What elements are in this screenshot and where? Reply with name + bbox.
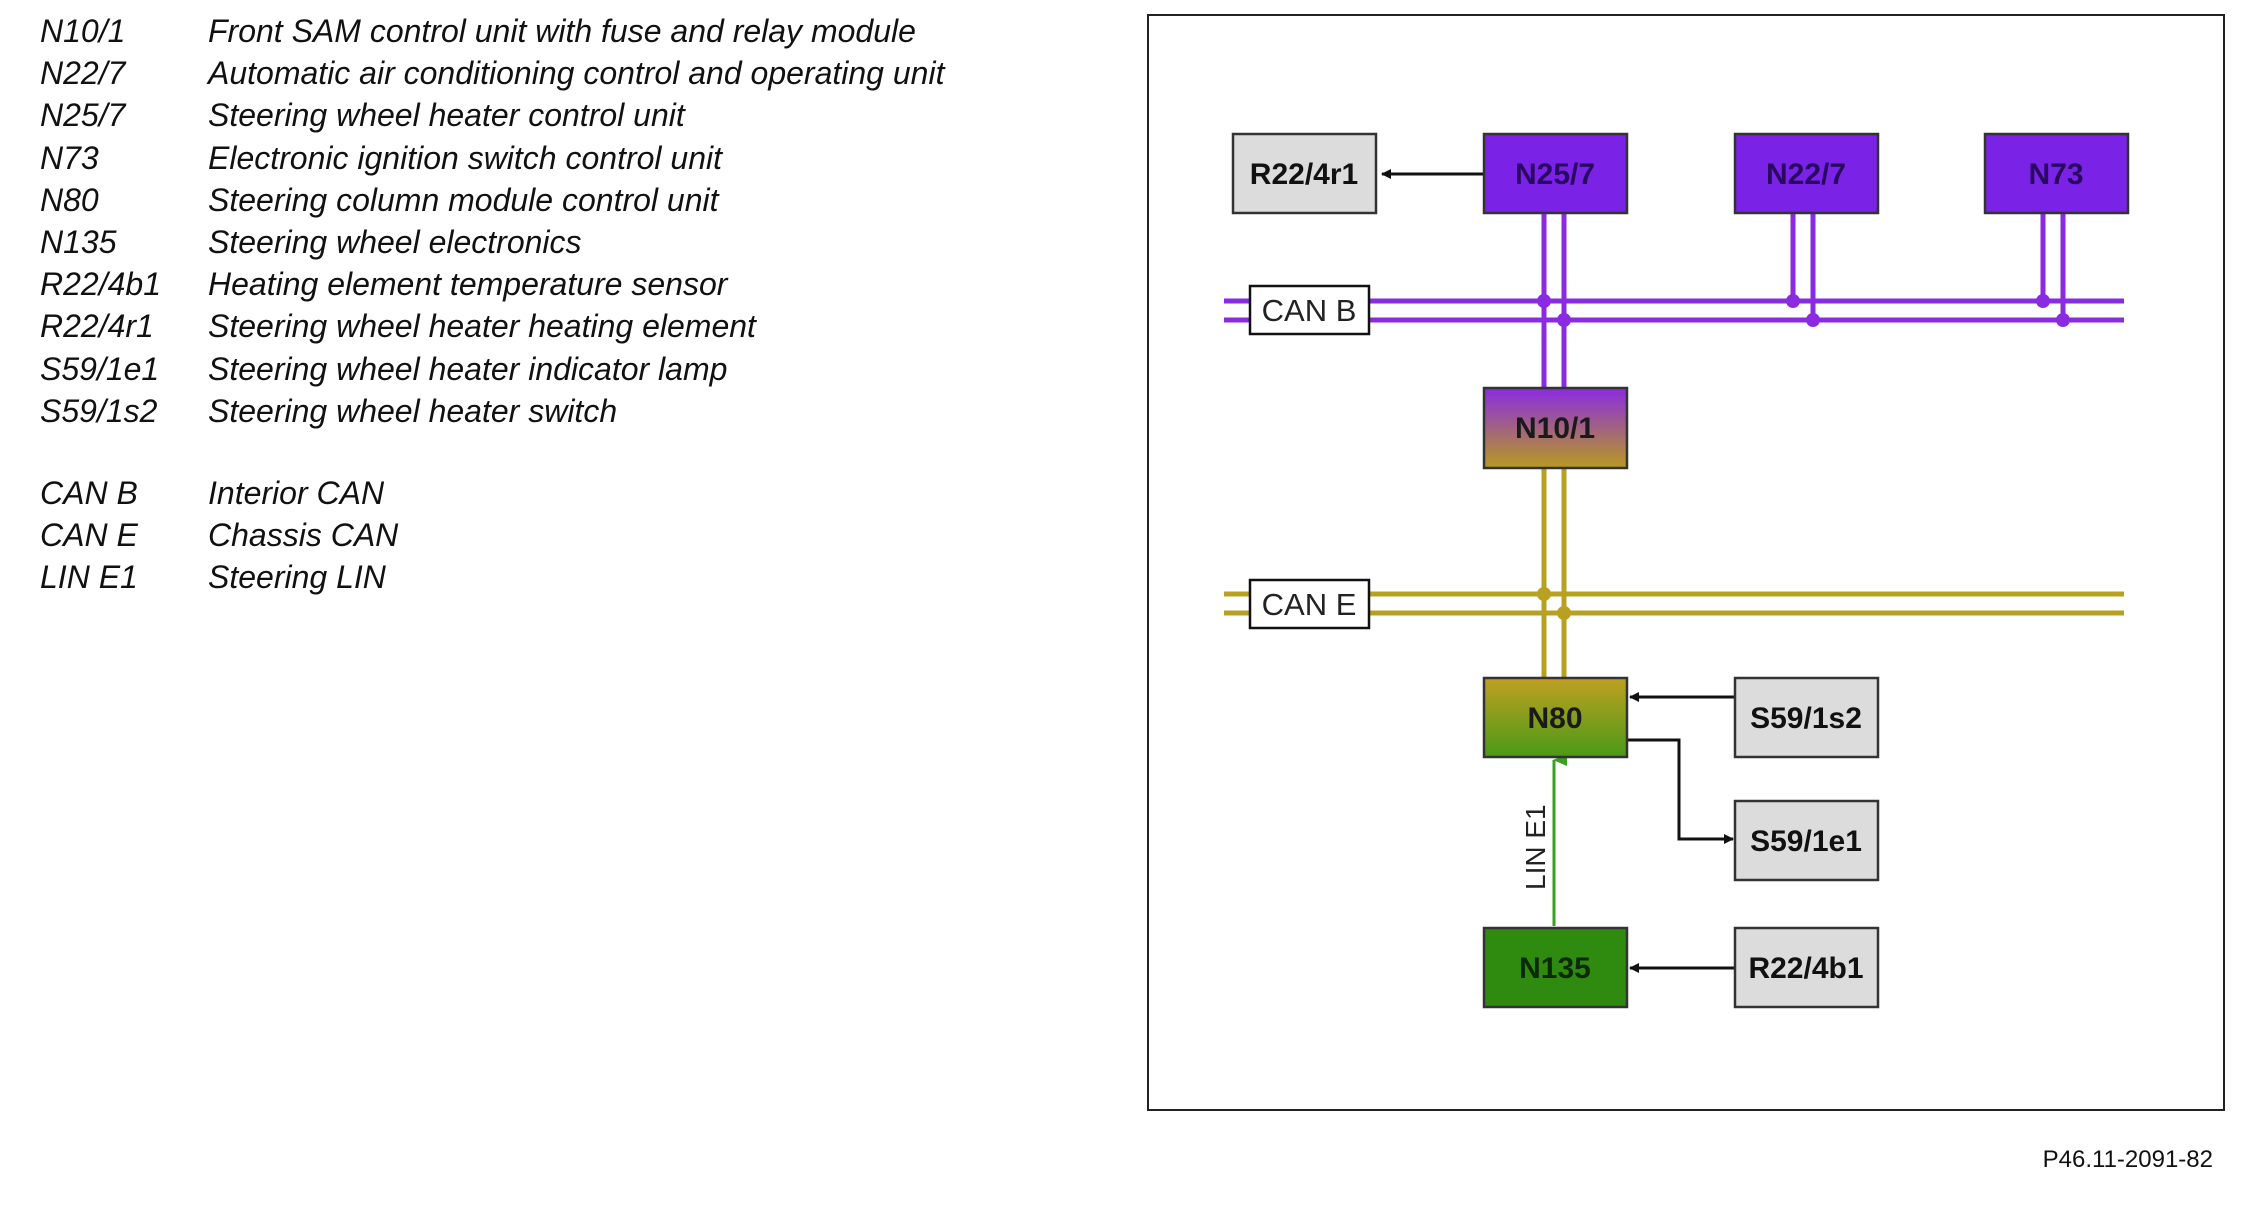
legend-desc: Steering wheel heater heating element: [208, 308, 756, 345]
can-e-label-box: CAN E: [1248, 578, 1371, 630]
legend-desc: Steering column module control unit: [208, 181, 719, 218]
arrow-n80-to-s591e1: [1626, 738, 1734, 844]
legend-row: S59/1s2 Steering wheel heater switch: [40, 390, 944, 432]
box-r224b1: R22/4b1: [1733, 926, 1880, 1009]
can-e-bus: [1224, 591, 2124, 616]
legend-code: S59/1e1: [40, 350, 160, 387]
box-n80: N80: [1482, 676, 1629, 759]
legend-code: N25/7: [40, 97, 126, 134]
legend-desc: Steering wheel heater control unit: [208, 97, 685, 134]
legend-desc: Steering wheel heater indicator lamp: [208, 350, 728, 387]
legend-desc: Steering LIN: [208, 559, 386, 596]
figure-code: P46.11-2091-82: [2042, 1146, 2213, 1173]
box-r224r1-label: R22/4r1: [1250, 158, 1358, 191]
legend-code: N73: [40, 139, 99, 176]
can-e-drops: [1537, 468, 1571, 678]
box-s591s2-label: S59/1s2: [1750, 702, 1862, 735]
box-n257-label: N25/7: [1515, 158, 1595, 191]
legend-desc: Interior CAN: [208, 474, 385, 511]
legend-desc: Automatic air conditioning control and o…: [208, 55, 945, 92]
legend-row: R22/4r1 Steering wheel heater heating ele…: [40, 305, 944, 347]
box-n73: N73: [1983, 132, 2130, 215]
legend-desc: Electronic ignition switch control unit: [208, 139, 723, 176]
box-n101-label: N10/1: [1515, 412, 1595, 445]
lin-e1-label: LIN E1: [1520, 804, 1551, 890]
box-n101: N10/1: [1482, 386, 1629, 470]
can-b-label: CAN B: [1262, 293, 1357, 328]
legend-row: LIN E1 Steering LIN: [40, 556, 944, 598]
legend-row: R22/4b1 Heating element temperature senso…: [40, 263, 944, 305]
legend-code: R22/4r1: [40, 308, 154, 345]
can-b-drops: [1537, 214, 2070, 390]
box-s591e1: S59/1e1: [1733, 799, 1880, 882]
legend-desc: Front SAM control unit with fuse and rel…: [208, 13, 916, 49]
legend: N10/1 Front SAM control unit with fuse an…: [40, 10, 944, 598]
box-s591s2: S59/1s2: [1733, 676, 1880, 759]
legend-row: CAN B Interior CAN: [40, 472, 944, 514]
legend-desc: Steering wheel heater switch: [208, 392, 618, 429]
legend-row: N10/1 Front SAM control unit with fuse an…: [40, 10, 944, 52]
legend-desc: Heating element temperature sensor: [208, 266, 728, 303]
box-n227: N22/7: [1733, 132, 1880, 215]
box-n135: N135: [1482, 926, 1629, 1009]
diagram-frame: [1147, 14, 2225, 1111]
box-n80-label: N80: [1527, 702, 1582, 735]
legend-desc: Chassis CAN: [208, 517, 399, 554]
legend-row: N25/7 Steering wheel heater control unit: [40, 94, 944, 136]
box-r224r1: R22/4r1: [1231, 132, 1378, 215]
box-n227-label: N22/7: [1766, 158, 1846, 191]
legend-row: N135 Steering wheel electronics: [40, 221, 944, 263]
legend-desc: Steering wheel electronics: [208, 223, 582, 260]
can-b-label-box: CAN B: [1248, 284, 1371, 336]
legend-row: CAN E Chassis CAN: [40, 514, 944, 556]
box-n257: N25/7: [1482, 132, 1629, 215]
legend-code: N22/7: [40, 55, 126, 92]
box-s591e1-label: S59/1e1: [1750, 825, 1862, 858]
box-n73-label: N73: [2028, 158, 2083, 191]
legend-code: CAN E: [40, 517, 138, 554]
legend-code: N80: [40, 181, 99, 218]
can-e-label: CAN E: [1262, 587, 1357, 622]
legend-row: N22/7 Automatic air conditioning control …: [40, 52, 944, 94]
legend-row: N80 Steering column module control unit: [40, 179, 944, 221]
legend-row: N73 Electronic ignition switch control un…: [40, 137, 944, 179]
legend-code: LIN E1: [40, 559, 138, 596]
legend-code: R22/4b1: [40, 266, 161, 303]
box-n135-label: N135: [1519, 952, 1591, 985]
legend-code: CAN B: [40, 474, 138, 511]
legend-row: S59/1e1 Steering wheel heater indicator l…: [40, 348, 944, 390]
legend-code: N10/1: [40, 13, 126, 49]
legend-code: N135: [40, 223, 117, 260]
can-b-bus: [1224, 298, 2124, 323]
box-r224b1-label: R22/4b1: [1748, 952, 1863, 985]
legend-code: S59/1s2: [40, 392, 158, 429]
